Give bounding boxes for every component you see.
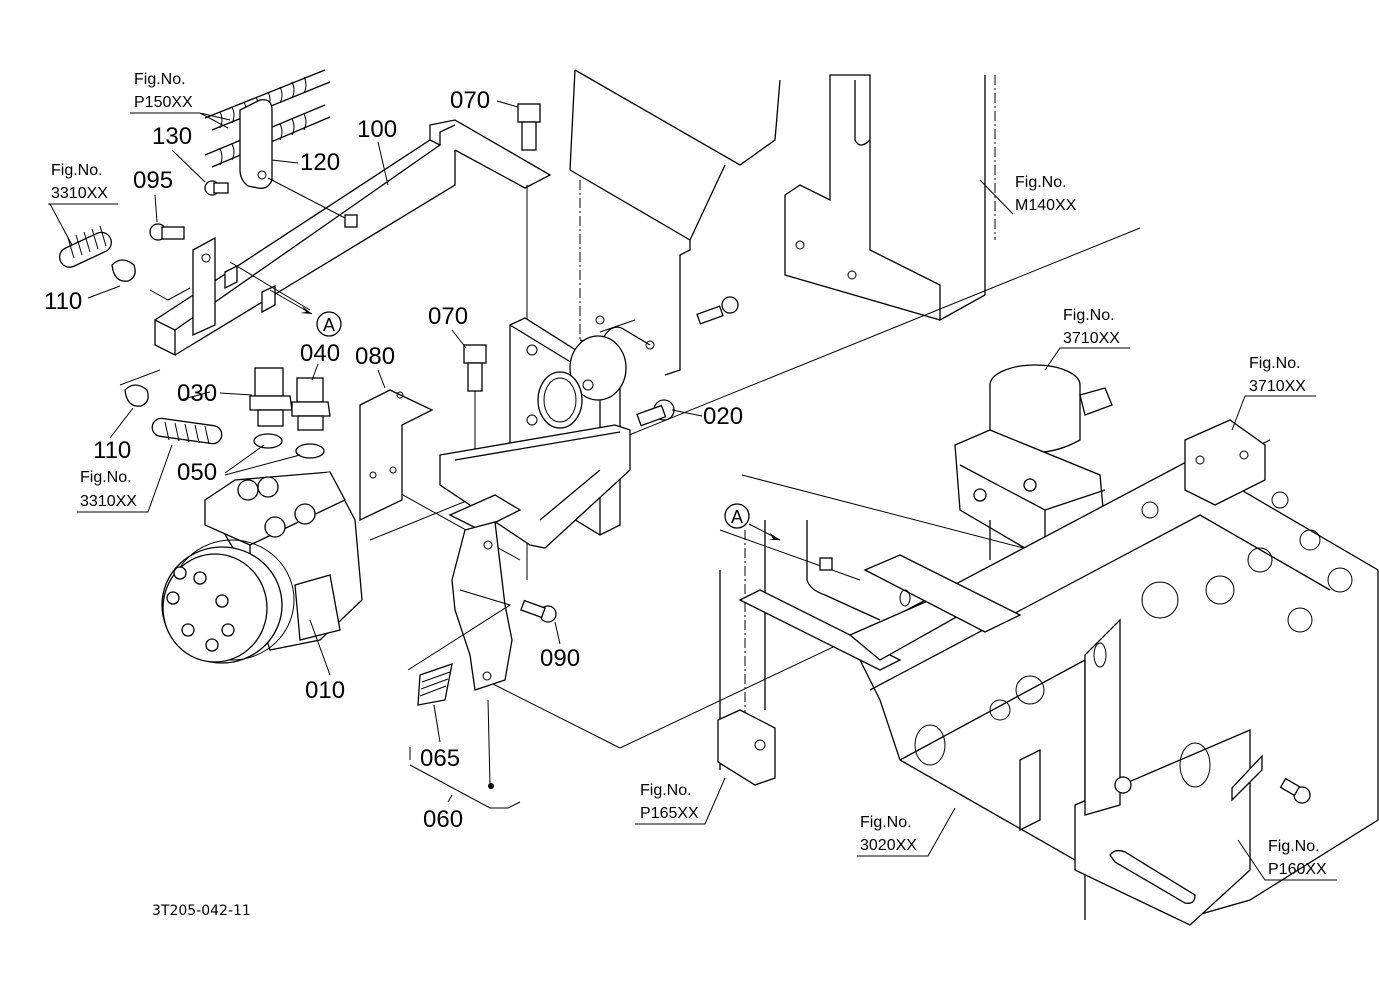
fig-prefix: Fig.No. [51,162,103,179]
bracket-060-dimension [409,747,521,809]
fig-prefix: Fig.No. [640,782,692,799]
mounting-plate [439,317,631,549]
fig-code: P160XX [1268,861,1327,878]
part-labels: 010 020 030 040 050 060 065 070 070 080 … [44,87,743,833]
fig-prefix: Fig.No. [1268,838,1320,855]
label-090: 090 [540,645,580,672]
figure-refs: Fig.No. P150XX Fig.No. 3310XX Fig.No. 33… [48,71,1337,881]
label-130: 130 [152,123,192,150]
label-080: 080 [355,343,395,370]
label-120: 120 [300,149,340,176]
fig-prefix: Fig.No. [1249,355,1301,372]
fig-code: 3310XX [80,493,137,510]
label-095: 095 [133,167,173,194]
fig-code: M140XX [1015,197,1077,214]
cylinder-head-3020 [849,419,1379,926]
label-100: 100 [357,116,397,143]
spring-3310-bottom [151,417,223,445]
o-rings-050 [224,433,325,476]
fig-ref-p160: Fig.No. P160XX [1237,838,1337,881]
label-040: 040 [300,340,340,367]
fitting-040 [291,377,331,431]
bolt-p160 [1279,777,1311,804]
label-020: 020 [703,403,743,430]
frame-bracket-p165 [717,520,1022,786]
spring-3310-top [58,225,112,268]
label-110-top: 110 [44,288,82,315]
fig-ref-3310-bottom: Fig.No. 3310XX [77,444,173,513]
fig-ref-3020: Fig.No. 3020XX [857,807,956,857]
panel-m140 [569,69,996,376]
bolt-070-top [517,103,541,151]
label-010: 010 [305,677,345,704]
clamp-120 [239,99,273,189]
label-030: 030 [177,380,217,407]
fig-ref-3310-top: Fig.No. 3310XX [48,162,118,246]
marker-a-label-2: A [731,507,743,527]
label-070-top: 070 [450,87,490,114]
fig-code: 3020XX [860,837,917,854]
bolt-020 [636,399,675,427]
fig-ref-3710-head: Fig.No. 3710XX [1231,355,1316,431]
connection-marker-a-2: A [724,503,781,541]
fig-prefix: Fig.No. [860,814,912,831]
fig-code: 3710XX [1249,378,1306,395]
fitting-030 [249,367,293,427]
fig-ref-p165: Fig.No. P165XX [635,777,726,825]
fig-prefix: Fig.No. [80,469,132,486]
label-050: 050 [177,459,217,486]
pad-065 [417,663,453,706]
drawing-code: 3T205-042-11 [152,903,251,919]
label-110-bottom: 110 [93,437,131,464]
fig-code: 3310XX [51,185,108,202]
fig-code: P165XX [640,805,699,822]
fig-ref-m140: Fig.No. M140XX [979,174,1077,215]
fig-code: 3710XX [1063,330,1120,347]
fig-code: P150XX [134,94,193,111]
bolt-panel [696,296,739,325]
fig-prefix: Fig.No. [1063,307,1115,324]
label-065: 065 [420,745,460,772]
label-070-mid: 070 [428,303,468,330]
label-060: 060 [423,806,463,833]
bolt-130 [204,180,229,196]
fig-prefix: Fig.No. [1015,174,1067,191]
bolt-090 [520,599,557,623]
fig-ref-3710-pump: Fig.No. 3710XX [1044,307,1130,371]
bracket-100 [154,119,552,357]
fig-prefix: Fig.No. [134,71,186,88]
clip-110-top [111,259,136,282]
bolt-095 [149,223,185,241]
pedal-bracket-060 [407,521,513,691]
bracket-080 [359,389,434,522]
fig-ref-p150: Fig.No. P150XX [130,71,231,129]
bolt-070-mid [463,344,487,392]
marker-a-label-1: A [323,315,335,335]
clip-110-bottom [124,384,149,407]
steering-unit-010 [161,471,363,664]
connection-marker-a-1: A [269,289,342,337]
